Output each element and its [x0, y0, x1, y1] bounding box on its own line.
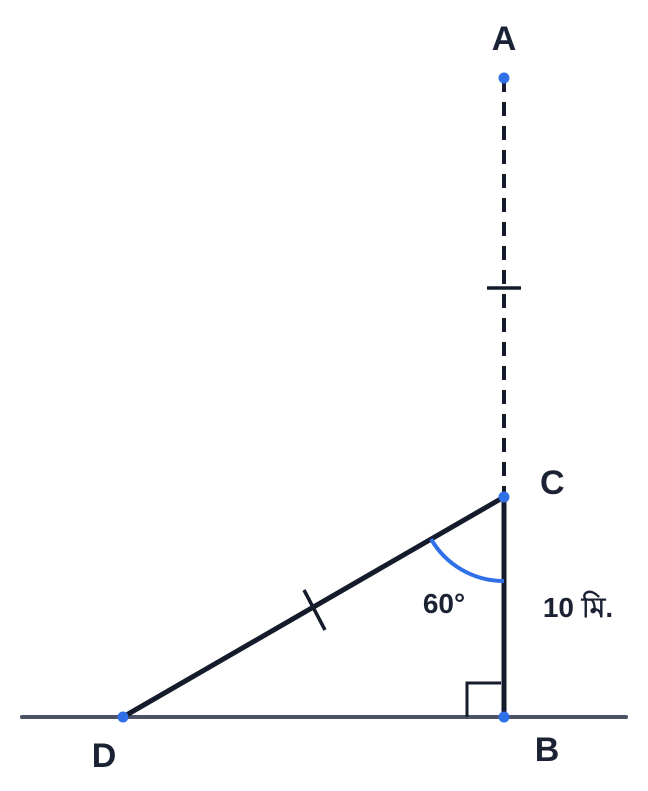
point-a [498, 72, 510, 84]
tick-mark-dc [302, 589, 327, 631]
label-b: B [535, 731, 560, 769]
label-d: D [92, 737, 117, 775]
label-a: A [492, 20, 517, 58]
point-b [498, 711, 510, 723]
point-c [498, 491, 510, 503]
point-d [117, 711, 129, 723]
label-c: C [540, 464, 565, 502]
right-angle-marker [465, 681, 501, 717]
angle-arc-c [429, 537, 505, 584]
length-label: 10 মি. [543, 590, 613, 623]
angle-label: 60° [423, 588, 465, 619]
